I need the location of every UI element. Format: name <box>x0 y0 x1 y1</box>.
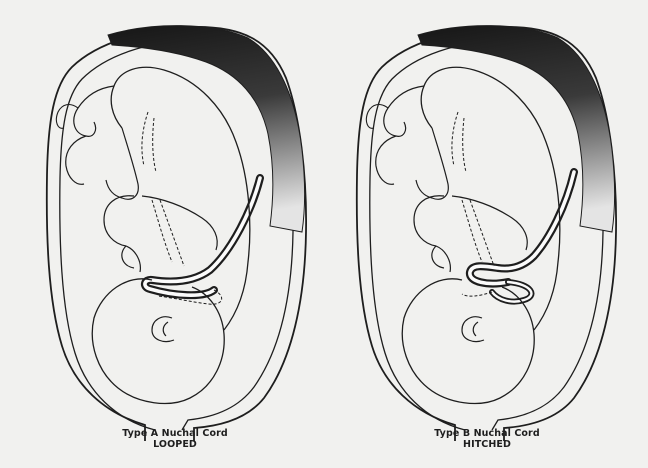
hidden-limb <box>142 112 184 266</box>
placenta <box>108 26 305 232</box>
caption-type-b: Type B Nuchal Cord HITCHED <box>357 428 617 450</box>
fetal-arm <box>104 196 140 272</box>
fetal-arm-upper <box>142 196 217 250</box>
fetal-ear <box>462 317 484 342</box>
caption-type-b-subtitle: HITCHED <box>357 439 617 450</box>
fetal-arm <box>414 196 450 272</box>
caption-type-a: Type A Nuchal Cord LOOPED <box>45 428 305 450</box>
fetal-thigh <box>106 128 138 199</box>
fetal-leg <box>66 86 114 184</box>
hidden-limb <box>452 112 494 266</box>
caption-type-b-title: Type B Nuchal Cord <box>357 428 617 439</box>
fetal-head <box>402 279 534 404</box>
placenta <box>418 26 615 232</box>
panel-type-b <box>357 26 616 441</box>
fetal-thigh <box>416 128 448 199</box>
caption-type-a-subtitle: LOOPED <box>45 439 305 450</box>
panel-type-a <box>47 26 306 441</box>
cord-behind-neck <box>462 292 492 296</box>
caption-type-a-title: Type A Nuchal Cord <box>45 428 305 439</box>
umbilical-cord <box>145 178 260 295</box>
fetal-leg <box>376 86 424 184</box>
fetal-arm-upper <box>452 196 527 250</box>
fetal-ear <box>152 317 174 342</box>
